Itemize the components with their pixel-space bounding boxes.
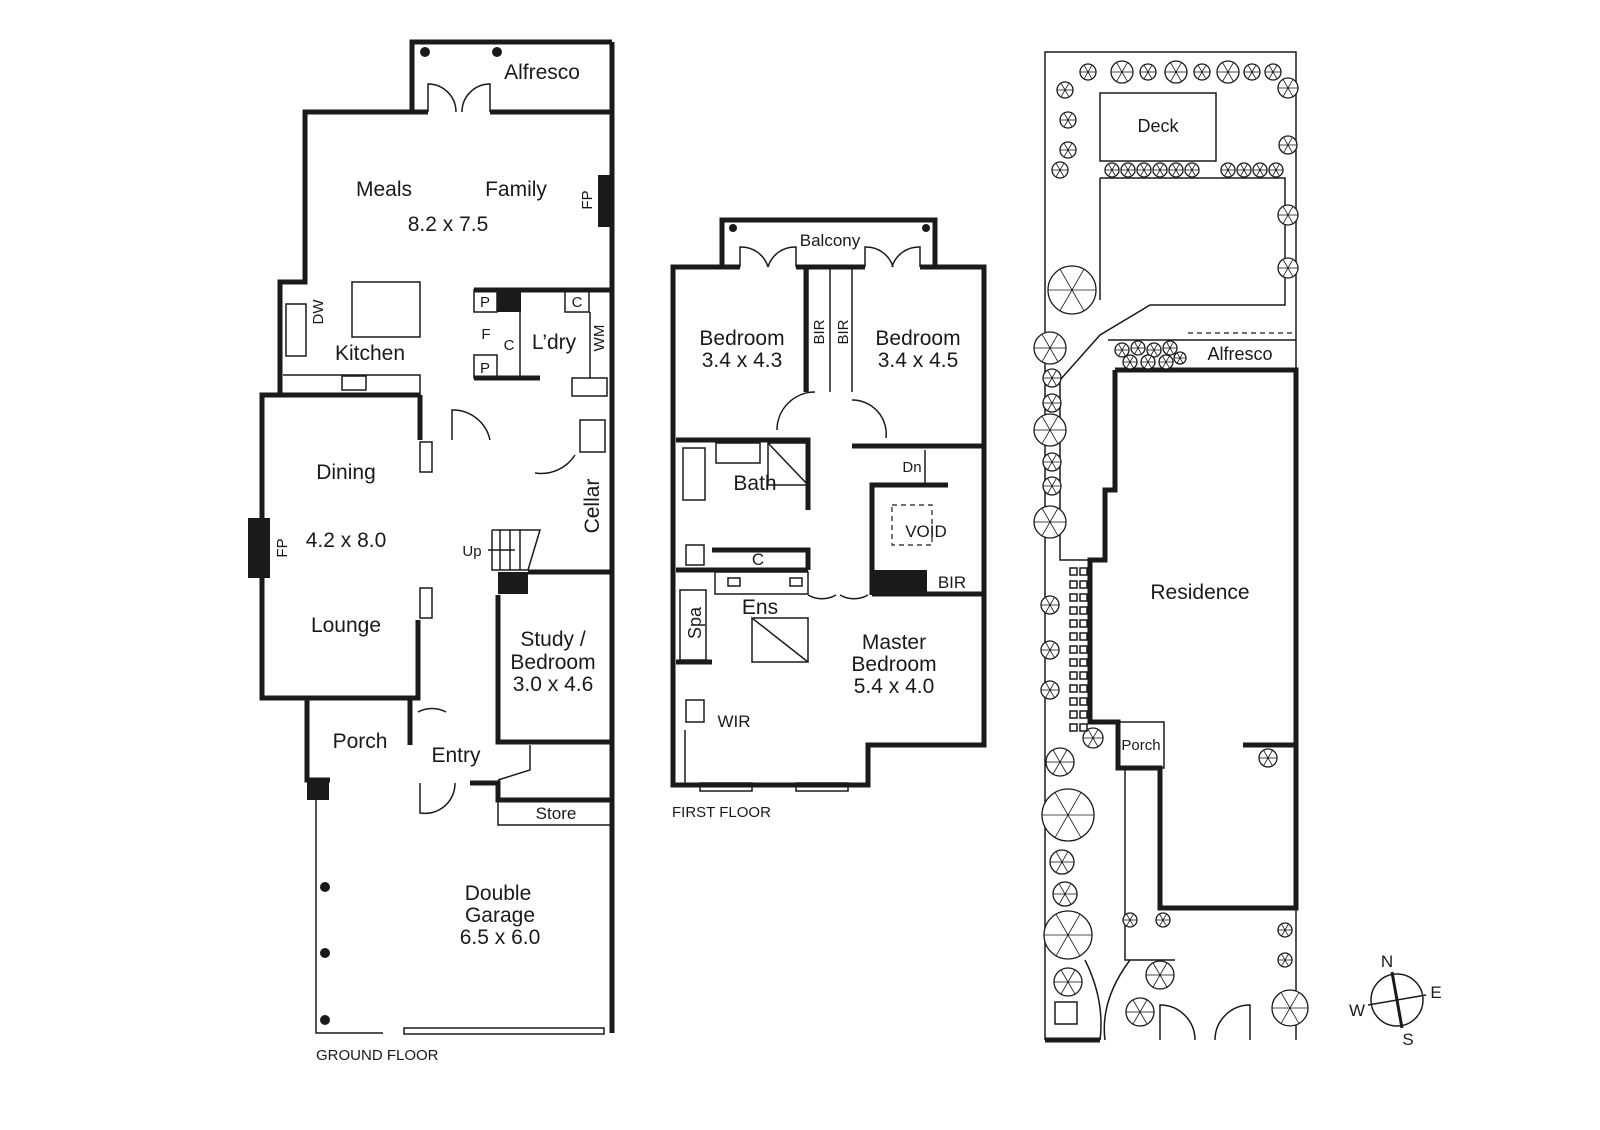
room-label: Bedroom [699, 327, 784, 350]
paver [1079, 567, 1088, 576]
trees [1033, 60, 1309, 1027]
paver [1069, 710, 1078, 719]
paver [1069, 697, 1078, 706]
compass-icon: N E S W [1349, 952, 1442, 1049]
compass-east: E [1430, 983, 1441, 1002]
void-label: VOID [905, 522, 947, 541]
paving [1069, 567, 1088, 732]
room-size: 8.2 x 7.5 [408, 213, 489, 236]
room-size: 3.4 x 4.3 [702, 349, 783, 372]
bir-label: BIR [938, 573, 966, 592]
site-plan-labels: Deck Alfresco Residence Porch [1121, 116, 1272, 754]
cupboard-label: C [504, 337, 515, 354]
room-label: Ens [742, 596, 778, 619]
paver [1079, 619, 1088, 628]
stairs-up-label: Up [462, 543, 481, 560]
cupboard-label: C [752, 550, 764, 569]
paver [1079, 593, 1088, 602]
room-label: Double [465, 882, 532, 905]
spa-label: Spa [685, 606, 705, 639]
bir-label: BIR [811, 319, 828, 344]
paver [1079, 580, 1088, 589]
room-label: Master [862, 631, 926, 654]
paver [1069, 619, 1078, 628]
cupboard-label: C [572, 294, 583, 311]
paver [1079, 723, 1088, 732]
room-label: Store [536, 804, 577, 823]
room-label: WIR [717, 712, 750, 731]
deck-label: Deck [1137, 116, 1179, 136]
room-label: Bedroom [875, 327, 960, 350]
floor-caption: FIRST FLOOR [672, 804, 771, 821]
first-floor-plan [670, 217, 987, 792]
paver [1069, 593, 1078, 602]
room-label: Cellar [581, 479, 604, 534]
room-label: Dining [316, 461, 376, 484]
room-label: Meals [356, 178, 412, 201]
fireplace-label: FP [579, 190, 596, 209]
paver [1069, 645, 1078, 654]
paver [1069, 632, 1078, 641]
room-size: 6.5 x 6.0 [460, 926, 541, 949]
room-label: Balcony [800, 231, 861, 250]
room-label: Family [485, 178, 547, 201]
paver [1069, 684, 1078, 693]
dishwasher-label: DW [310, 299, 327, 325]
compass-north: N [1381, 952, 1393, 971]
paver [1069, 567, 1078, 576]
paver [1069, 723, 1078, 732]
pantry-label: P [480, 294, 490, 311]
site-plan [1033, 51, 1309, 1043]
paver [1069, 606, 1078, 615]
compass-south: S [1402, 1030, 1413, 1049]
compass-west: W [1349, 1001, 1365, 1020]
room-label: Study / [520, 628, 586, 651]
room-label: Entry [431, 744, 481, 767]
fireplace-label: FP [274, 538, 291, 557]
room-size: 3.0 x 4.6 [513, 673, 594, 696]
paver [1079, 684, 1088, 693]
paver [1079, 632, 1088, 641]
room-label: Lounge [311, 614, 381, 637]
paver [1079, 710, 1088, 719]
paver [1079, 671, 1088, 680]
paver [1069, 658, 1078, 667]
room-label: Bath [733, 472, 776, 495]
paver [1069, 580, 1078, 589]
room-label: Alfresco [504, 61, 580, 84]
room-size: 4.2 x 8.0 [306, 529, 387, 552]
first-floor-labels: Balcony Bedroom 3.4 x 4.3 BIR BIR Bedroo… [672, 231, 966, 821]
bir-label: BIR [835, 319, 852, 344]
paver [1079, 697, 1088, 706]
room-label: Porch [333, 730, 388, 753]
room-label: Bedroom [510, 651, 595, 674]
room-label: Kitchen [335, 342, 405, 365]
room-label: Garage [465, 904, 535, 927]
residence-label: Residence [1150, 581, 1249, 604]
pantry-label: P [480, 360, 490, 377]
washing-machine-label: WM [591, 325, 608, 352]
room-label: Bedroom [851, 653, 936, 676]
floor-caption: GROUND FLOOR [316, 1047, 439, 1064]
ground-floor-plan [248, 39, 615, 1035]
paver [1079, 645, 1088, 654]
ground-floor-labels: Alfresco Meals Family 8.2 x 7.5 FP DW Ki… [274, 61, 608, 1064]
room-size: 3.4 x 4.5 [878, 349, 959, 372]
room-size: 5.4 x 4.0 [854, 675, 935, 698]
alfresco-label: Alfresco [1207, 344, 1272, 364]
paver [1069, 671, 1078, 680]
fridge-label: F [481, 326, 490, 343]
stairs-down-label: Dn [902, 459, 921, 476]
room-label: L’dry [532, 331, 577, 354]
paver [1079, 658, 1088, 667]
paver [1079, 606, 1088, 615]
porch-label: Porch [1121, 737, 1160, 754]
